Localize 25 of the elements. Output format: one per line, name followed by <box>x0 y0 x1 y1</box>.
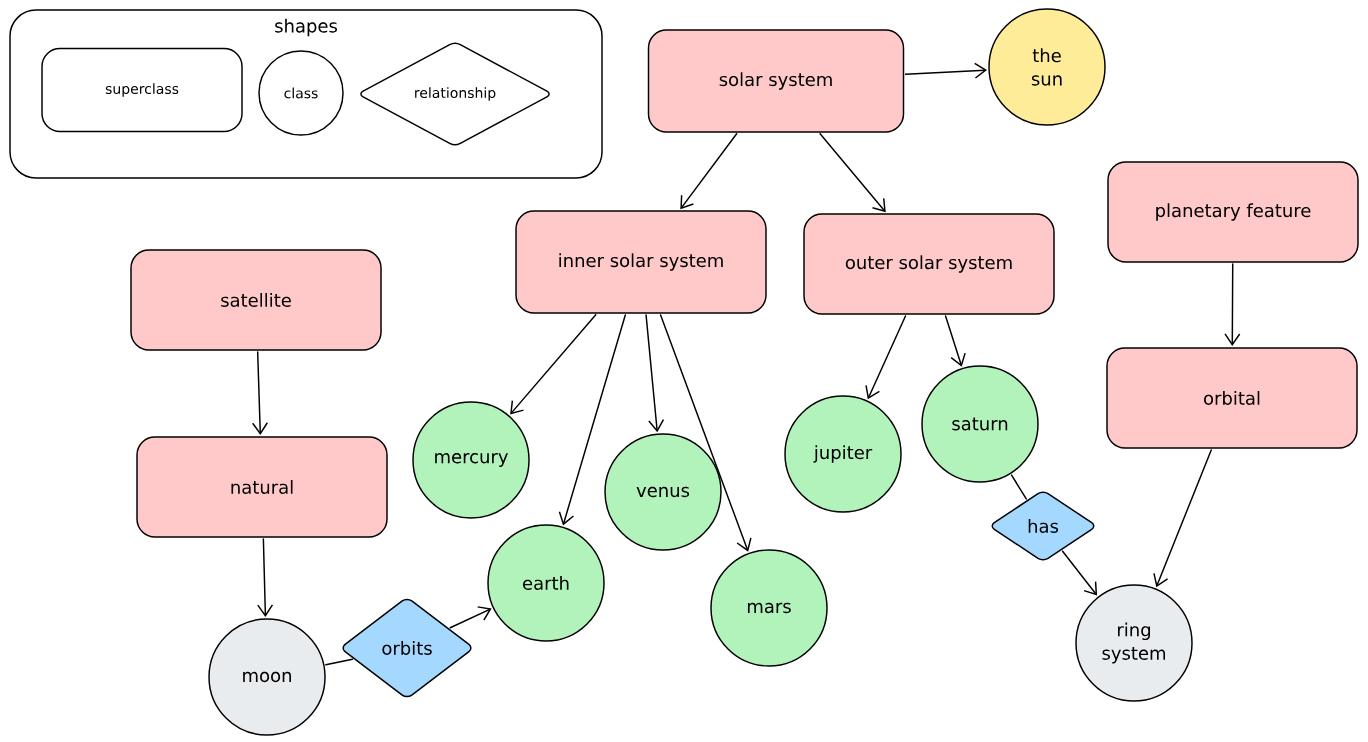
superclass-box: superclass <box>41 47 243 133</box>
superclass-box: satellite <box>130 249 382 351</box>
superclass-box: inner solar system <box>515 210 767 314</box>
arrow <box>449 606 492 629</box>
arrow <box>257 538 274 617</box>
connector-line <box>1010 474 1027 500</box>
connector-line <box>325 658 354 666</box>
superclass-box: solar system <box>647 29 905 133</box>
arrow <box>1153 449 1212 588</box>
arrow <box>510 314 597 415</box>
arrow <box>659 314 752 552</box>
superclass-box: natural <box>136 436 388 538</box>
arrow <box>558 314 627 526</box>
superclass-box: planetary feature <box>1107 161 1359 263</box>
arrow <box>819 133 886 213</box>
superclass-box: outer solar system <box>803 213 1055 315</box>
arrow <box>944 315 966 367</box>
arrow <box>904 62 988 79</box>
arrow <box>680 133 738 210</box>
arrow <box>645 314 665 433</box>
arrow <box>1224 263 1241 346</box>
arrow <box>251 351 269 435</box>
arrow <box>1061 550 1098 596</box>
arrow <box>865 315 907 400</box>
superclass-box: orbital <box>1106 347 1358 449</box>
